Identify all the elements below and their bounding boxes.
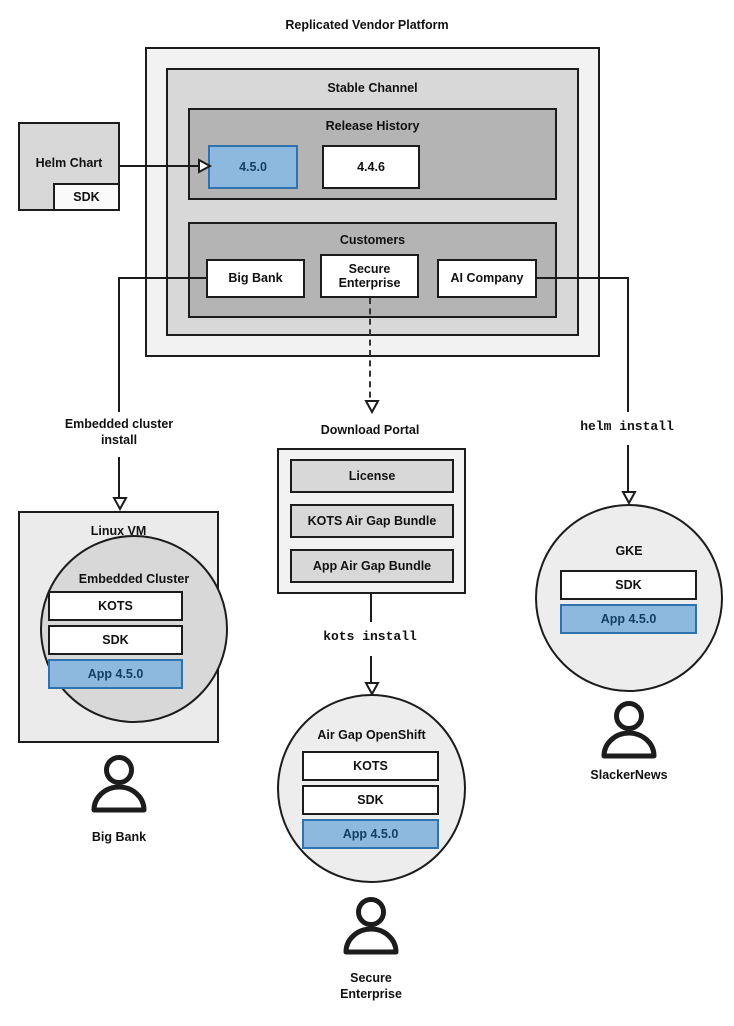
arrow-head-icon-download-portal <box>364 400 380 415</box>
connector-helm-to-release <box>120 165 200 167</box>
arrow-head-icon-linux-vm <box>112 497 128 512</box>
person-icon-slackernews <box>598 700 660 762</box>
gke-label: GKE <box>615 544 643 558</box>
diagram-title: Replicated Vendor Platform <box>285 18 449 32</box>
customers-label: Customers <box>339 233 406 247</box>
openshift-component-kots[interactable]: KOTS <box>302 751 439 781</box>
customer-label-secure-enterprise: Secure Enterprise <box>340 971 402 1001</box>
gke-component-app[interactable]: App 4.5.0 <box>560 604 697 634</box>
connector-portal-to-kots-install <box>370 594 372 622</box>
linux-vm-component-app[interactable]: App 4.5.0 <box>48 659 183 689</box>
download-portal-title: Download Portal <box>320 423 420 437</box>
label-embedded-cluster-install: Embedded cluster install <box>64 417 174 447</box>
customer-label-big-bank: Big Bank <box>91 830 147 844</box>
customer-big-bank[interactable]: Big Bank <box>206 259 305 298</box>
linux-vm-component-sdk[interactable]: SDK <box>48 625 183 655</box>
helm-chart-label: Helm Chart <box>35 156 103 170</box>
connector-aicompany-vertical <box>627 277 629 412</box>
label-kots-install: kots install <box>323 629 417 644</box>
connector-secure-enterprise-dashed <box>369 298 371 408</box>
customer-secure-enterprise[interactable]: Secure Enterprise <box>320 254 419 298</box>
release-4-5-0[interactable]: 4.5.0 <box>208 145 298 189</box>
helm-chart-sdk-box[interactable]: SDK <box>53 183 120 211</box>
download-artifact-app-bundle[interactable]: App Air Gap Bundle <box>290 549 454 583</box>
embedded-cluster-label: Embedded Cluster <box>78 572 190 586</box>
arrow-head-icon-gke <box>621 491 637 506</box>
openshift-component-app[interactable]: App 4.5.0 <box>302 819 439 849</box>
customer-label-slackernews: SlackerNews <box>590 768 668 782</box>
person-icon-big-bank <box>88 754 150 816</box>
release-history-label: Release History <box>325 119 420 133</box>
connector-aicompany-horizontal <box>537 277 629 279</box>
connector-bigbank-vertical <box>118 277 120 412</box>
gke-component-sdk[interactable]: SDK <box>560 570 697 600</box>
linux-vm-component-kots[interactable]: KOTS <box>48 591 183 621</box>
connector-bigbank-horizontal <box>118 277 208 279</box>
download-artifact-license[interactable]: License <box>290 459 454 493</box>
arrow-head-icon-openshift <box>364 682 380 697</box>
release-4-4-6[interactable]: 4.4.6 <box>322 145 420 189</box>
label-helm-install: helm install <box>580 419 674 434</box>
connector-embedded-install-vertical <box>118 457 120 505</box>
person-icon-secure-enterprise <box>340 896 402 958</box>
linux-vm-label: Linux VM <box>90 524 147 538</box>
customer-ai-company[interactable]: AI Company <box>437 259 537 298</box>
stable-channel-label: Stable Channel <box>327 81 418 95</box>
connector-helm-install-vertical <box>627 445 629 497</box>
download-artifact-kots-bundle[interactable]: KOTS Air Gap Bundle <box>290 504 454 538</box>
openshift-component-sdk[interactable]: SDK <box>302 785 439 815</box>
air-gap-openshift-label: Air Gap OpenShift <box>317 728 426 742</box>
arrow-head-icon-release <box>198 158 213 174</box>
connector-kots-install-vertical <box>370 656 372 688</box>
